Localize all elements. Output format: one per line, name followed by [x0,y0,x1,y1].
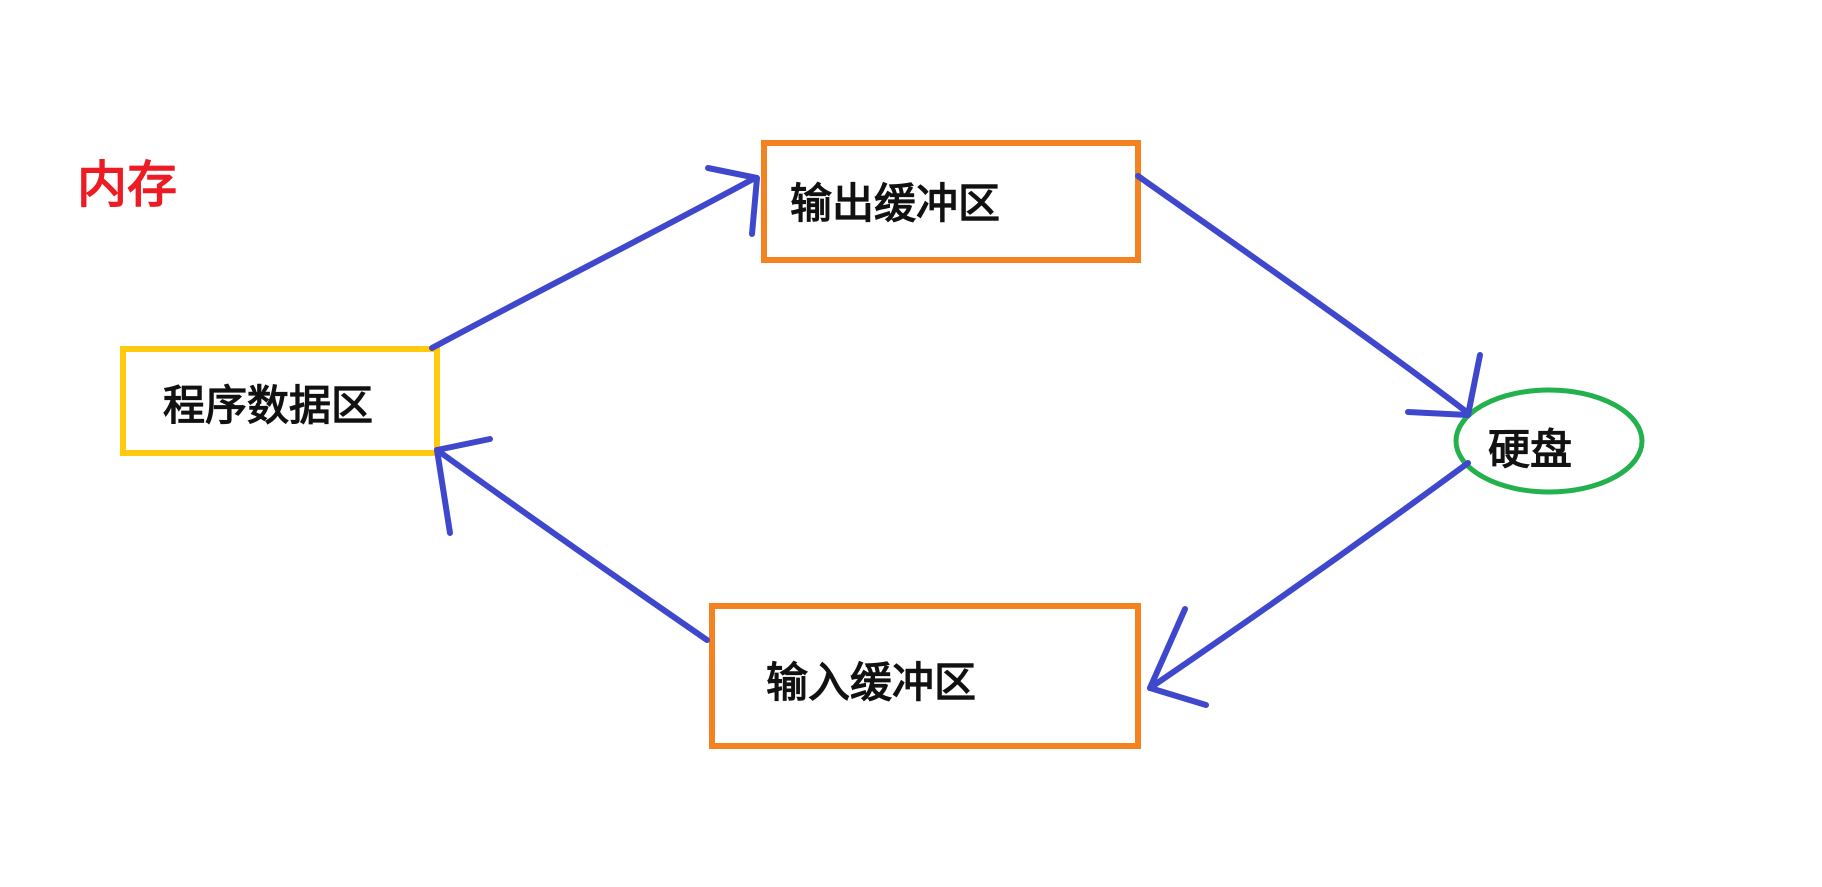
arrow-program-to-output [429,165,760,351]
arrowhead [1147,606,1209,708]
arrowhead [434,436,493,536]
arrow-shaft [434,447,710,643]
disk-ellipse [1453,387,1645,495]
memory-label: 内存 [77,156,177,214]
input-buffer-label: 输入缓冲区 [766,658,977,707]
arrow-shaft [1147,460,1471,691]
arrow-output-to-disk [1135,173,1483,418]
output-buffer-box [761,140,1141,263]
arrow-disk-to-input [1147,460,1471,708]
program-data-box [120,346,440,456]
arrowhead [1405,352,1483,418]
output-buffer-label: 输出缓冲区 [790,179,1001,228]
arrow-shaft [1135,173,1471,416]
arrowhead [705,165,760,237]
arrow-shaft [429,175,758,351]
arrow-input-to-program [434,436,710,643]
program-data-label: 程序数据区 [163,381,374,430]
input-buffer-box [709,603,1141,749]
disk-label: 硬盘 [1488,425,1573,474]
